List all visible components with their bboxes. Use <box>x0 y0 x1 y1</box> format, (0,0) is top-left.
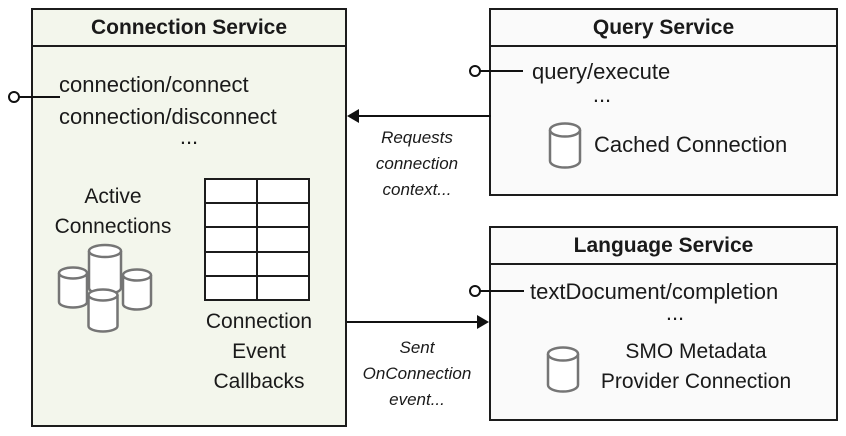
callback-table-cell <box>206 276 256 299</box>
query-lollipop-stem <box>480 70 523 72</box>
connection-service-box: Connection Service connection/connect co… <box>31 8 347 427</box>
query-methods-ellipsis: ... <box>592 82 612 107</box>
database-cluster-icon <box>52 238 158 338</box>
requests-arrow-head-icon <box>347 109 359 123</box>
sent-arrow-line <box>347 321 477 323</box>
textdocument-completion-method: textDocument/completion <box>530 279 779 304</box>
language-lollipop-stem <box>480 290 524 292</box>
language-lollipop-icon <box>469 285 481 297</box>
smo-provider-label: SMO Metadata Provider Connection <box>600 340 792 393</box>
callback-label: Connection Event Callbacks <box>205 310 313 393</box>
query-service-box: Query Service query/execute ... Cached C… <box>489 8 838 196</box>
callback-table-cell <box>258 252 308 275</box>
callback-table-cell <box>206 228 256 251</box>
query-service-title: Query Service <box>491 10 836 47</box>
connection-lollipop-icon <box>8 91 20 103</box>
active-connections-label: Active Connections <box>54 185 172 238</box>
callback-table-cell <box>206 252 256 275</box>
cached-connection-label: Cached Connection <box>594 132 788 157</box>
connection-disconnect-method: connection/disconnect <box>59 104 277 129</box>
connection-service-title: Connection Service <box>33 10 345 47</box>
sent-arrow-head-icon <box>477 315 489 329</box>
callback-table <box>204 178 310 301</box>
sent-arrow-label: Sent OnConnection event... <box>362 338 472 409</box>
language-service-box: Language Service textDocument/completion… <box>489 226 838 421</box>
connection-lollipop-stem <box>19 96 60 98</box>
callback-table-cell <box>258 228 308 251</box>
requests-arrow-line <box>357 115 491 117</box>
query-lollipop-icon <box>469 65 481 77</box>
cached-connection-database-icon <box>548 122 582 170</box>
language-service-title: Language Service <box>491 228 836 265</box>
callback-table-cell <box>206 180 256 203</box>
connection-methods-ellipsis: ... <box>179 124 199 149</box>
callback-table-cell <box>206 204 256 227</box>
requests-arrow-label: Requests connection context... <box>375 128 459 199</box>
callback-table-cell <box>258 276 308 299</box>
smo-provider-database-icon <box>546 346 580 394</box>
callback-table-cell <box>258 180 308 203</box>
connection-connect-method: connection/connect <box>59 72 249 97</box>
query-execute-method: query/execute <box>532 59 671 84</box>
callback-table-cell <box>258 204 308 227</box>
language-methods-ellipsis: ... <box>665 300 685 325</box>
